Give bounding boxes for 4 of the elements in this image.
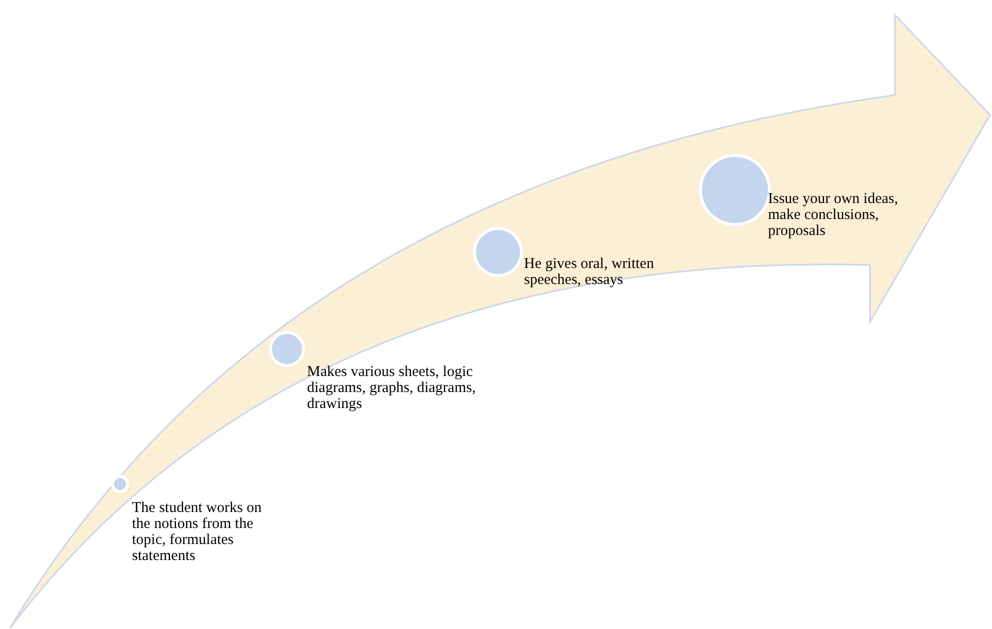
- step-description: The student works on the notions from the topic, formulates statements: [132, 500, 262, 564]
- step-description: He gives oral, written speeches, essays: [524, 256, 654, 288]
- step-description: Makes various sheets, logic diagrams, graphs, diagrams, drawings: [307, 364, 477, 412]
- step-description: Issue your own ideas, make conclusions, proposals: [768, 191, 898, 239]
